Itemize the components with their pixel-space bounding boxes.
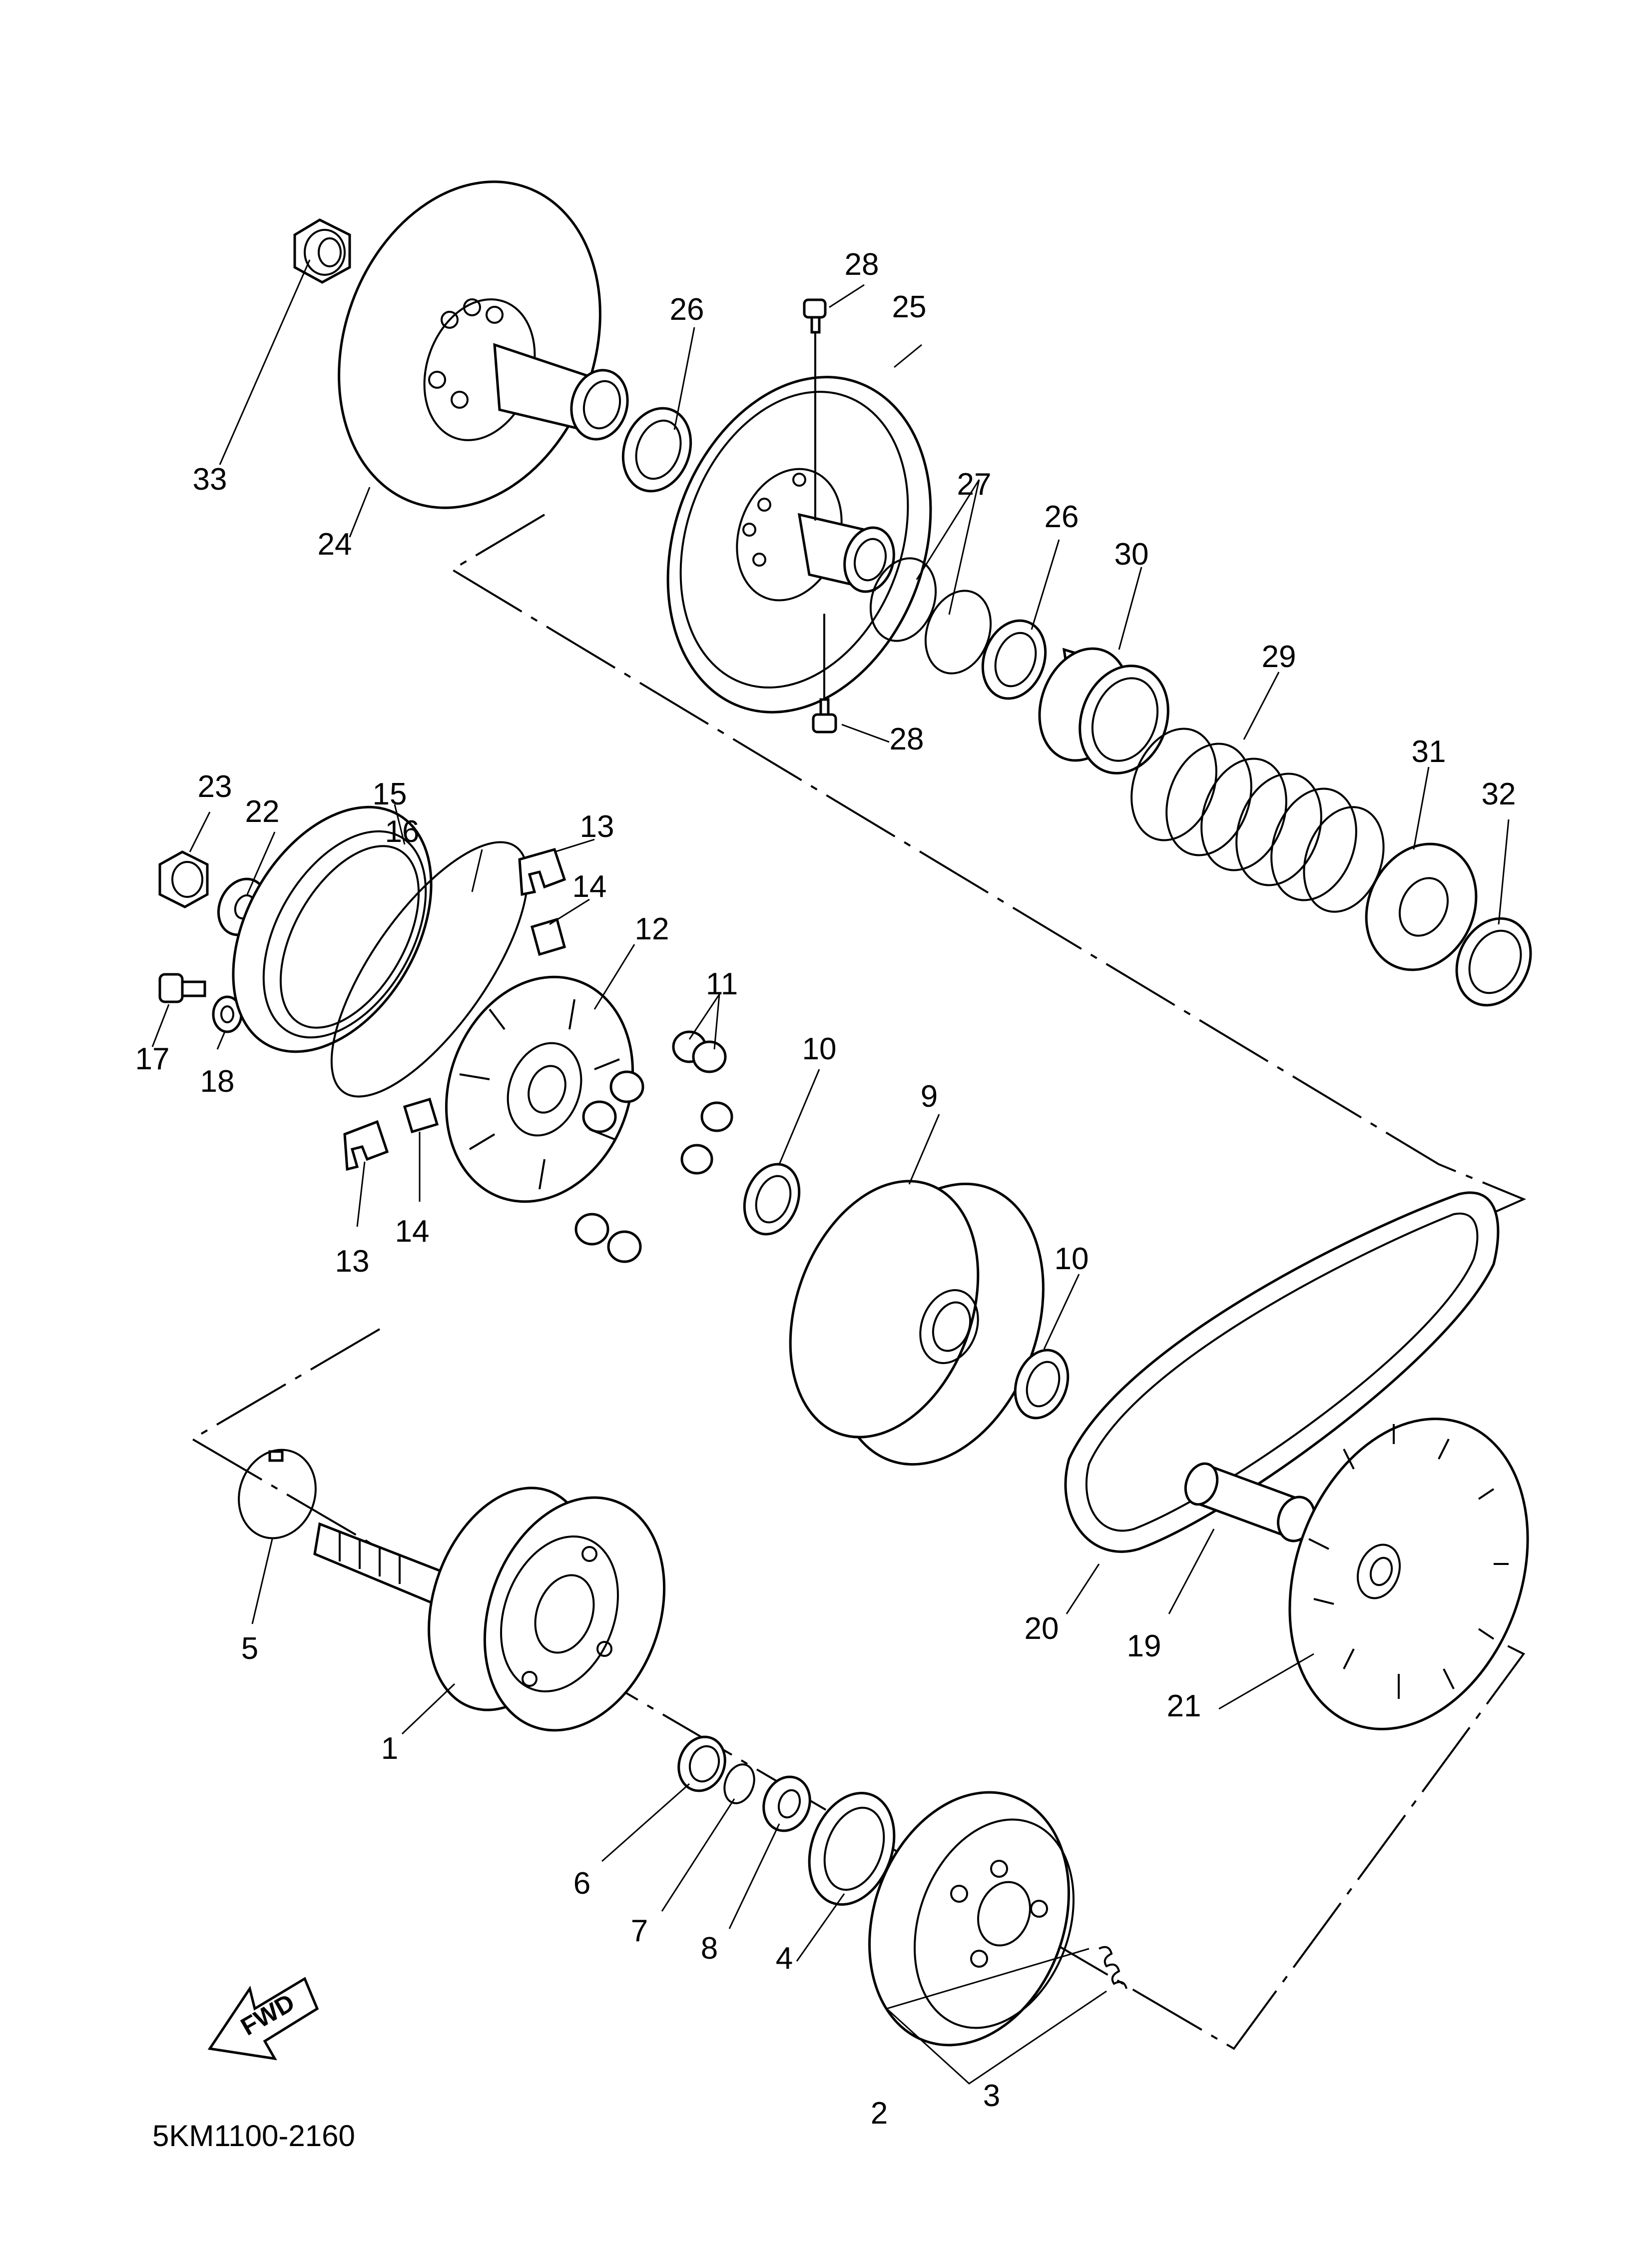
- part-20-v-belt: [1064, 1191, 1500, 1553]
- part-2-clutch-carrier: [868, 1791, 1075, 2047]
- part-14-slider-upper: [530, 917, 566, 956]
- part-32-oil-seal: [1455, 917, 1532, 1007]
- callout-label-25: 25: [892, 290, 927, 324]
- part-31-washer: [1365, 842, 1478, 971]
- assembly-boundary-lower: [190, 1328, 1526, 2050]
- part-29-compression-spring: [1130, 728, 1385, 913]
- assembly-boundary-upper: [450, 514, 1527, 1220]
- callout-label-31: 31: [1412, 735, 1446, 769]
- callout-label-2: 2: [871, 2096, 888, 2131]
- callout-label-16: 16: [385, 814, 420, 849]
- part-21-fan-sheave: [1288, 1418, 1529, 1730]
- callout-label-1: 1: [381, 1731, 398, 1766]
- part-3-spring: [1099, 1946, 1127, 1989]
- part-11-weights: [574, 1030, 733, 1263]
- fwd-arrow-icon: FWD: [207, 1977, 319, 2061]
- part-13-slider-lower: [343, 1120, 389, 1171]
- callout-label-30: 30: [1114, 537, 1149, 572]
- callout-label-8: 8: [701, 1931, 718, 1966]
- part-8-collar: [762, 1775, 811, 1832]
- part-23-nut: [158, 850, 209, 908]
- callout-label-7: 7: [631, 1914, 648, 1948]
- part-27-o-rings: [869, 557, 992, 675]
- callout-label-10: 10: [802, 1032, 837, 1066]
- callout-label-13: 13: [335, 1244, 370, 1279]
- callout-label-33: 33: [193, 462, 227, 497]
- leader-lines: [151, 259, 1510, 2085]
- callout-label-21: 21: [1167, 1689, 1201, 1723]
- callout-label-13: 13: [580, 809, 614, 844]
- callout-label-24: 24: [318, 527, 352, 562]
- callout-label-19: 19: [1127, 1629, 1161, 1663]
- callout-label-10: 10: [1055, 1242, 1089, 1276]
- part-12-cam-plate: [445, 975, 634, 1203]
- callout-label-17: 17: [135, 1042, 170, 1076]
- part-6-needle-bearing: [677, 1735, 726, 1792]
- callout-label-32: 32: [1482, 777, 1516, 811]
- part-5-circlip: [238, 1449, 317, 1539]
- callout-label-4: 4: [776, 1941, 793, 1976]
- callout-label-27: 27: [957, 467, 992, 502]
- callout-label-12: 12: [635, 912, 669, 946]
- callout-label-9: 9: [921, 1079, 938, 1114]
- diagram-code: 5KM1100-2160: [152, 2119, 355, 2153]
- part-9-primary-sheave: [789, 1180, 1045, 1466]
- callout-label-20: 20: [1025, 1611, 1059, 1646]
- part-14-slider-lower: [403, 1097, 439, 1134]
- callout-label-11: 11: [706, 967, 738, 1001]
- callout-label-26: 26: [670, 292, 704, 327]
- callout-label-18: 18: [200, 1064, 235, 1099]
- part-17-bolt: [158, 973, 206, 1003]
- callout-label-3: 3: [983, 2079, 1000, 2113]
- part-24-fixed-sheave: [338, 180, 629, 509]
- part-19-collar: [1184, 1462, 1316, 1542]
- part-25-sliding-sheave: [666, 376, 932, 714]
- callout-labels: 1234567891010111213131414151617181920212…: [135, 247, 1516, 2131]
- callout-label-29: 29: [1262, 640, 1296, 674]
- part-1-primary-shaft-and-drum: [313, 1487, 666, 1732]
- callout-label-14: 14: [395, 1214, 430, 1249]
- part-28-pin-lower: [812, 614, 837, 734]
- callout-label-28: 28: [890, 722, 924, 756]
- callout-label-6: 6: [573, 1866, 590, 1901]
- callout-label-5: 5: [241, 1631, 258, 1666]
- part-10-collar-lower: [1014, 1349, 1070, 1420]
- part-33-nut: [293, 218, 351, 284]
- callout-label-28: 28: [845, 247, 879, 282]
- part-10-collar-upper: [743, 1163, 801, 1236]
- callout-label-26: 26: [1045, 500, 1079, 534]
- callout-label-15: 15: [373, 777, 407, 811]
- part-15-o-ring: [330, 841, 529, 1098]
- part-16-cam-cover: [232, 805, 433, 1053]
- part-13-slider-upper: [518, 847, 566, 896]
- callout-label-23: 23: [198, 769, 232, 804]
- part-30-spring-seat: [1038, 647, 1169, 774]
- part-26-oil-seal-2: [981, 619, 1047, 700]
- callout-label-14: 14: [572, 869, 607, 904]
- part-28-pin-upper: [803, 298, 827, 521]
- callout-label-22: 22: [245, 794, 280, 829]
